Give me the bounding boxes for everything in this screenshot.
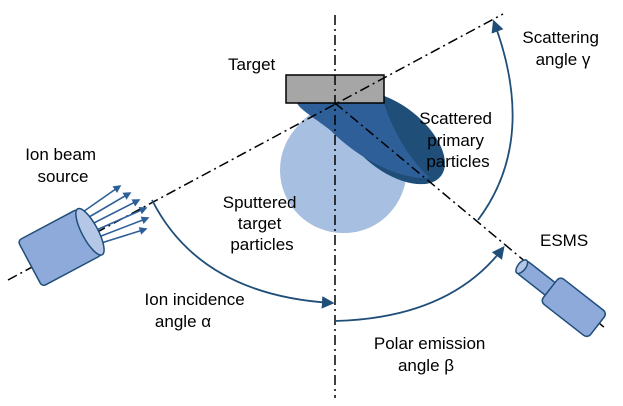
ion-beam-rays (79, 185, 150, 245)
emission-axis (334, 102, 606, 329)
esms-label: ESMS (540, 231, 588, 250)
esms-detector (515, 259, 606, 338)
polar-emission-angle-label: Polar emission angle β (374, 334, 490, 375)
ion-incidence-angle-label: Ion incidence angle α (145, 290, 250, 331)
overlap-region (297, 103, 430, 179)
ion-incidence-angle-arc (151, 199, 335, 309)
ion-beam-axis (7, 13, 504, 281)
scattering-angle-label: Scattering angle γ (522, 28, 603, 69)
scattered-particles-label: Scattered primary particles (419, 109, 497, 171)
target-label: Target (228, 55, 276, 74)
scattering-angle-arc (477, 19, 514, 221)
ion-beam-source-label: Ion beam source (25, 145, 101, 186)
sputtered-particles-label: Sputtered target particles (223, 193, 301, 254)
polar-emission-angle-arc (334, 245, 505, 322)
ion-beam-source-device (18, 207, 105, 287)
